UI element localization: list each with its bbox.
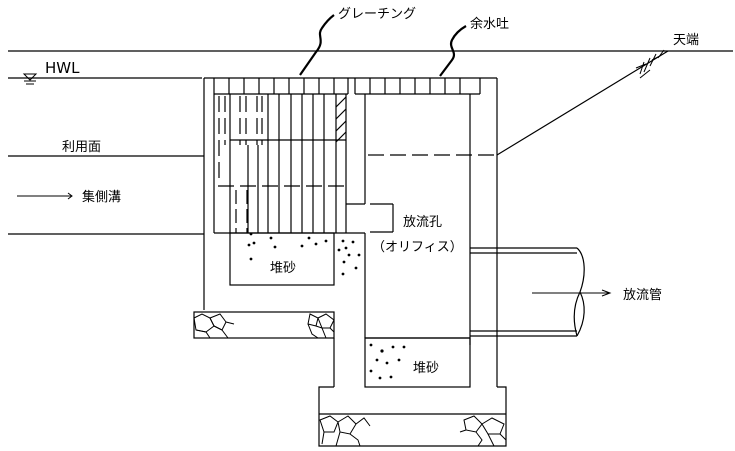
arrow-right-icon [532, 289, 612, 297]
stone-pattern-left [193, 313, 335, 339]
base-slab [318, 386, 507, 447]
sediment-dots-upper [247, 232, 361, 276]
outlet-pipe-label: 放流管 [623, 288, 662, 303]
sediment-upper-label: 堆砂 [270, 261, 296, 276]
storage-layers [213, 94, 365, 234]
collection-ditch-label: 集側溝 [82, 189, 121, 205]
grating-leader [299, 14, 335, 76]
hwl-label: HWL [45, 59, 80, 77]
overflow-label: 余水吐 [470, 16, 509, 32]
sediment-lower-label: 堆砂 [413, 361, 439, 376]
sediment-box-lower [364, 337, 471, 388]
orifice-marker [370, 203, 394, 233]
grating-label: グレーチング [338, 7, 416, 22]
crest-label: 天端 [673, 33, 699, 48]
foundation-stone-left [193, 311, 335, 339]
overflow-grating [354, 78, 481, 95]
water-level-triangle-icon [22, 73, 38, 85]
overflow-leader [439, 25, 467, 77]
embankment-slope [496, 50, 669, 156]
usage-surface-label: 利用面 [62, 140, 101, 155]
sediment-box-upper [229, 232, 335, 286]
sediment-dots-lower [369, 343, 406, 380]
orifice-label-line2: （オリフィス） [372, 240, 463, 255]
outlet-pipe [470, 247, 585, 337]
stone-pattern-base [319, 415, 507, 447]
grating [213, 78, 349, 95]
orifice-label-line1: 放流孔 [403, 215, 442, 230]
arrow-right-icon [17, 192, 73, 200]
embankment-hatch-icon [635, 49, 665, 79]
